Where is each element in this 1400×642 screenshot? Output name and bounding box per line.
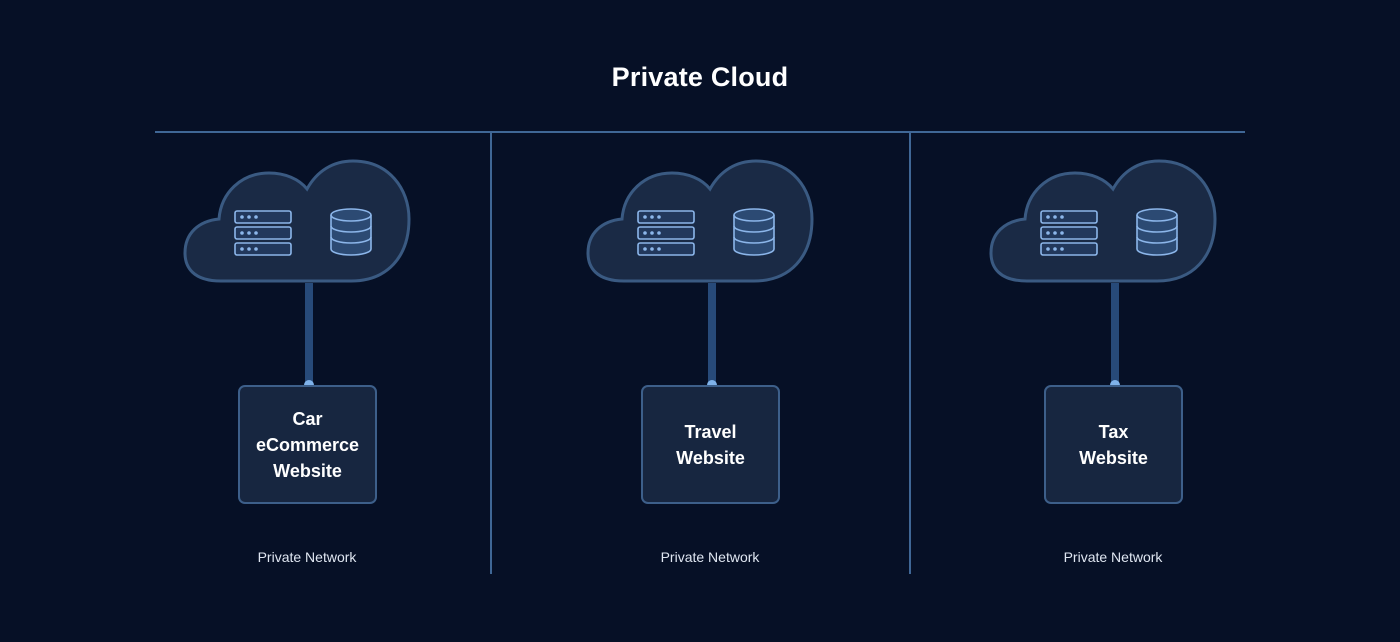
diagram-title: Private Cloud — [611, 62, 789, 92]
cloud-icon — [586, 159, 814, 283]
site-box-car-ecommerce: Car eCommerce Website — [238, 385, 377, 504]
site-label: Tax Website — [1079, 421, 1148, 468]
top-divider-line — [155, 131, 1245, 133]
site-box-travel: Travel Website — [641, 385, 780, 504]
column-divider-2 — [909, 131, 911, 574]
site-label: Car eCommerce Website — [255, 408, 360, 481]
network-label: Private Network — [1063, 549, 1163, 565]
cloud-icon — [989, 159, 1217, 283]
database-icon — [1136, 208, 1178, 256]
cloud-shape-3 — [989, 159, 1217, 283]
network-label: Private Network — [660, 549, 760, 565]
database-icon — [733, 208, 775, 256]
site-label: Travel Website — [676, 421, 745, 468]
database-icon — [330, 208, 372, 256]
server-stack-icon — [234, 210, 292, 256]
network-label: Private Network — [257, 549, 357, 565]
site-box-tax: Tax Website — [1044, 385, 1183, 504]
server-stack-icon — [637, 210, 695, 256]
cloud-shape-1 — [183, 159, 411, 283]
connector-line-3 — [1111, 283, 1119, 384]
connector-line-1 — [305, 283, 313, 384]
column-divider-1 — [490, 131, 492, 574]
cloud-shape-2 — [586, 159, 814, 283]
server-stack-icon — [1040, 210, 1098, 256]
connector-line-2 — [708, 283, 716, 384]
cloud-icon — [183, 159, 411, 283]
